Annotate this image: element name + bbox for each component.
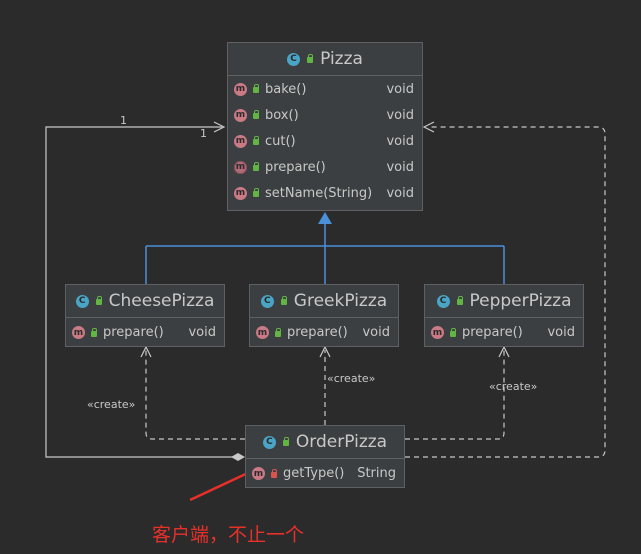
public-visibility-icon bbox=[252, 110, 260, 119]
method-name: box() bbox=[265, 107, 299, 123]
aggregation-diamond bbox=[231, 453, 245, 461]
class-icon: C bbox=[436, 294, 450, 308]
method-icon: m bbox=[234, 108, 247, 122]
public-visibility-icon bbox=[456, 296, 464, 305]
public-visibility-icon bbox=[282, 437, 290, 446]
method-return-type: void bbox=[547, 325, 575, 340]
method-name: bake() bbox=[265, 81, 307, 97]
method-row[interactable]: m box() void bbox=[228, 102, 422, 128]
create-pepper-line bbox=[405, 350, 505, 440]
annotation-text: 客户端，不止一个 bbox=[152, 524, 305, 546]
method-return-type: void bbox=[362, 325, 390, 340]
create-cheese-line bbox=[145, 350, 245, 440]
method-row[interactable]: m bake() void bbox=[228, 76, 422, 102]
class-order-pizza-name: OrderPizza bbox=[295, 432, 388, 452]
class-greek-pizza-header: C GreekPizza bbox=[250, 285, 398, 318]
class-cheese-pizza-header: C CheesePizza bbox=[66, 285, 224, 318]
method-icon: m bbox=[234, 82, 247, 96]
method-row[interactable]: m prepare() void bbox=[250, 318, 398, 347]
public-visibility-icon bbox=[274, 327, 282, 337]
dependency-pizza-line bbox=[405, 126, 606, 458]
association-line bbox=[45, 126, 236, 458]
public-visibility-icon bbox=[280, 296, 288, 305]
method-icon: m bbox=[234, 134, 247, 148]
create-cheese-label: «create» bbox=[87, 398, 136, 411]
method-name: prepare() bbox=[103, 325, 164, 340]
class-cheese-pizza-name: CheesePizza bbox=[108, 291, 215, 311]
public-visibility-icon bbox=[252, 136, 260, 145]
class-pepper-pizza[interactable]: C PepperPizza m prepare() void bbox=[424, 284, 584, 347]
multiplicity-source-label: 1 bbox=[120, 114, 127, 127]
method-icon: m bbox=[72, 326, 85, 339]
method-return-type: void bbox=[386, 133, 414, 149]
method-return-type: void bbox=[386, 185, 414, 201]
public-visibility-icon bbox=[252, 188, 260, 197]
method-row[interactable]: m prepare() void bbox=[425, 318, 583, 347]
method-return-type: String bbox=[357, 466, 396, 481]
method-return-type: void bbox=[386, 81, 414, 97]
public-visibility-icon bbox=[306, 54, 314, 63]
public-visibility-icon bbox=[252, 84, 260, 93]
method-name: setName(String) bbox=[265, 185, 373, 201]
method-name: cut() bbox=[265, 133, 296, 149]
class-icon: C bbox=[262, 435, 276, 449]
create-pepper-arrowhead bbox=[498, 345, 510, 358]
method-name: prepare() bbox=[265, 159, 326, 175]
public-visibility-icon bbox=[252, 162, 260, 171]
method-name: getType() bbox=[283, 466, 345, 481]
create-pepper-label: «create» bbox=[489, 380, 538, 393]
public-visibility-icon bbox=[95, 296, 103, 305]
class-cheese-pizza[interactable]: C CheesePizza m prepare() void bbox=[65, 284, 225, 347]
create-cheese-arrowhead bbox=[140, 345, 152, 358]
class-icon: C bbox=[260, 294, 274, 308]
inheritance-edges bbox=[145, 222, 505, 284]
class-greek-pizza-name: GreekPizza bbox=[293, 291, 388, 311]
method-return-type: void bbox=[386, 107, 414, 123]
abstract-method-icon: m bbox=[234, 160, 247, 174]
public-visibility-icon bbox=[449, 327, 457, 337]
create-greek-arrowhead bbox=[319, 345, 331, 358]
class-pizza-name: Pizza bbox=[320, 49, 363, 69]
method-return-type: void bbox=[188, 325, 216, 340]
create-greek-label: «create» bbox=[327, 372, 376, 385]
class-pizza[interactable]: C Pizza m bake() void m box() void m cut… bbox=[227, 42, 423, 211]
method-icon: m bbox=[234, 186, 247, 200]
method-row[interactable]: m setName(String) void bbox=[228, 180, 422, 206]
public-visibility-icon bbox=[90, 327, 98, 337]
method-row[interactable]: m prepare() void bbox=[228, 154, 422, 180]
method-icon: m bbox=[256, 326, 269, 339]
class-pepper-pizza-name: PepperPizza bbox=[469, 291, 572, 311]
method-return-type: void bbox=[386, 159, 414, 175]
method-name: prepare() bbox=[287, 325, 348, 340]
class-greek-pizza[interactable]: C GreekPizza m prepare() void bbox=[249, 284, 399, 347]
multiplicity-target-label: 1 bbox=[200, 127, 207, 140]
method-row[interactable]: m prepare() void bbox=[66, 318, 224, 347]
dependency-pizza-arrowhead bbox=[422, 121, 435, 133]
class-icon: C bbox=[75, 294, 89, 308]
class-order-pizza[interactable]: C OrderPizza m getType() String bbox=[245, 425, 405, 488]
class-pizza-header: C Pizza bbox=[228, 43, 422, 76]
method-row[interactable]: m getType() String bbox=[246, 459, 404, 488]
method-name: prepare() bbox=[462, 325, 523, 340]
method-icon: m bbox=[252, 467, 265, 480]
private-visibility-icon bbox=[270, 468, 278, 478]
association-arrowhead bbox=[213, 121, 226, 133]
class-icon: C bbox=[287, 52, 301, 66]
method-row[interactable]: m cut() void bbox=[228, 128, 422, 154]
class-pepper-pizza-header: C PepperPizza bbox=[425, 285, 583, 318]
method-icon: m bbox=[431, 326, 444, 339]
class-order-pizza-header: C OrderPizza bbox=[246, 426, 404, 459]
inheritance-arrowhead bbox=[318, 212, 332, 224]
